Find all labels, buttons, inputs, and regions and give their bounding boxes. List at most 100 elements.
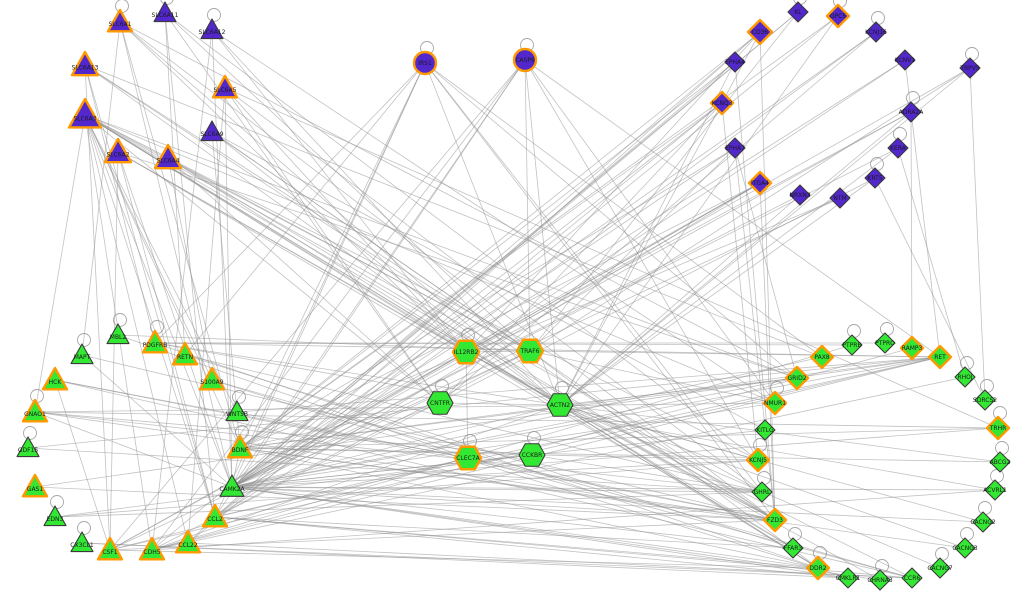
self-loop	[788, 527, 802, 541]
edge	[187, 15, 839, 544]
node-cacng3[interactable]	[954, 537, 976, 559]
node-kcnq3[interactable]	[709, 90, 735, 116]
node-slc6a3[interactable]	[67, 97, 103, 129]
edge	[559, 404, 941, 569]
edge	[424, 62, 763, 493]
node-krt5[interactable]	[864, 167, 886, 189]
node-s100a9[interactable]	[198, 366, 226, 391]
node-slc6a11[interactable]	[153, 1, 177, 23]
node-kcnj5[interactable]	[745, 447, 771, 473]
node-traf6[interactable]	[515, 338, 545, 364]
node-sorcs2[interactable]	[974, 389, 996, 411]
node-fzd3[interactable]	[762, 507, 788, 533]
node-hck[interactable]	[41, 366, 69, 391]
node-ccl2[interactable]	[201, 503, 229, 528]
edge	[524, 59, 531, 352]
node-slc6a2[interactable]	[103, 137, 133, 164]
node-gpc5[interactable]	[825, 3, 851, 29]
node-ntm[interactable]	[829, 187, 851, 209]
node-kcnj16[interactable]	[865, 21, 887, 43]
node-epha7[interactable]	[724, 137, 746, 159]
edge	[231, 351, 467, 488]
node-cacng7[interactable]	[929, 557, 951, 579]
node-slc6a12[interactable]	[200, 18, 224, 40]
edge	[529, 350, 776, 404]
node-mbl2[interactable]	[106, 323, 130, 345]
node-irs1[interactable]	[412, 50, 438, 76]
node-gas1[interactable]	[21, 473, 49, 498]
node-gdf15[interactable]	[16, 436, 40, 458]
node-itga4[interactable]	[747, 170, 773, 196]
node-nmur1[interactable]	[762, 390, 788, 416]
node-retn[interactable]	[171, 341, 199, 366]
edge	[81, 542, 849, 579]
node-ccr6[interactable]	[901, 567, 923, 589]
node-edn3[interactable]	[43, 505, 67, 527]
node-cckbr[interactable]	[518, 443, 546, 467]
node-ramp3[interactable]	[899, 335, 925, 361]
node-kcnv1[interactable]	[894, 49, 916, 71]
node-trhr[interactable]	[985, 415, 1011, 441]
edge	[211, 29, 561, 406]
edge	[231, 61, 736, 488]
edge	[231, 350, 531, 488]
node-wnt5b[interactable]	[225, 400, 249, 422]
node-slc6a4[interactable]	[153, 143, 183, 170]
edge	[239, 102, 723, 449]
node-ret[interactable]	[927, 344, 953, 370]
edge	[151, 489, 996, 551]
node-cd36[interactable]	[746, 18, 774, 46]
self-loop	[77, 521, 91, 535]
self-loop	[23, 426, 37, 440]
node-pax8[interactable]	[809, 344, 835, 370]
node-cdh5[interactable]	[138, 536, 166, 561]
node-cacng2[interactable]	[972, 511, 994, 533]
node-cmklr1[interactable]	[837, 567, 859, 589]
node-abcg2[interactable]	[989, 451, 1011, 473]
node-actn2[interactable]	[546, 393, 574, 417]
node-il12rb2[interactable]	[451, 339, 481, 365]
edge	[239, 31, 761, 449]
node-slc6a1[interactable]	[106, 8, 134, 33]
node-mapt[interactable]	[70, 343, 94, 365]
self-loop	[965, 47, 979, 61]
node-chrna3[interactable]	[869, 569, 891, 591]
node-kera[interactable]	[887, 137, 909, 159]
node-csf1[interactable]	[96, 536, 124, 561]
node-slc6a13[interactable]	[70, 50, 100, 77]
node-trpv5[interactable]	[959, 57, 981, 79]
node-ffar3[interactable]	[782, 537, 804, 559]
node-cx3cl1[interactable]	[70, 531, 94, 553]
node-slc6a5[interactable]	[211, 74, 239, 99]
node-gnao1[interactable]	[21, 398, 49, 423]
node-ghrl[interactable]	[751, 481, 773, 503]
node-ddr2[interactable]	[805, 555, 831, 581]
edge	[231, 102, 723, 488]
edge	[187, 542, 913, 579]
node-adra2a[interactable]	[900, 101, 922, 123]
node-acvrl1[interactable]	[984, 479, 1006, 501]
node-ccl22[interactable]	[174, 529, 202, 554]
node-cntfr[interactable]	[426, 391, 454, 415]
node-casp9[interactable]	[512, 47, 538, 73]
node-bdnf[interactable]	[226, 434, 254, 459]
node-ptpro[interactable]	[874, 332, 896, 354]
node-grid2[interactable]	[784, 365, 810, 391]
node-kitlg[interactable]	[754, 419, 776, 441]
node-clec7a[interactable]	[453, 445, 483, 471]
node-pdgfrb[interactable]	[141, 329, 169, 354]
edge	[465, 59, 906, 353]
edge	[84, 64, 156, 344]
node-epha4[interactable]	[724, 51, 746, 73]
node-rhoj[interactable]	[954, 366, 976, 388]
node-slc6a9[interactable]	[200, 120, 224, 142]
node-ptprb[interactable]	[841, 334, 863, 356]
edge	[239, 182, 761, 449]
node-nrxn3[interactable]	[789, 184, 811, 206]
edge	[54, 459, 759, 518]
edge	[211, 29, 776, 404]
node-camk2a[interactable]	[219, 474, 245, 497]
node-kl[interactable]	[787, 1, 809, 23]
